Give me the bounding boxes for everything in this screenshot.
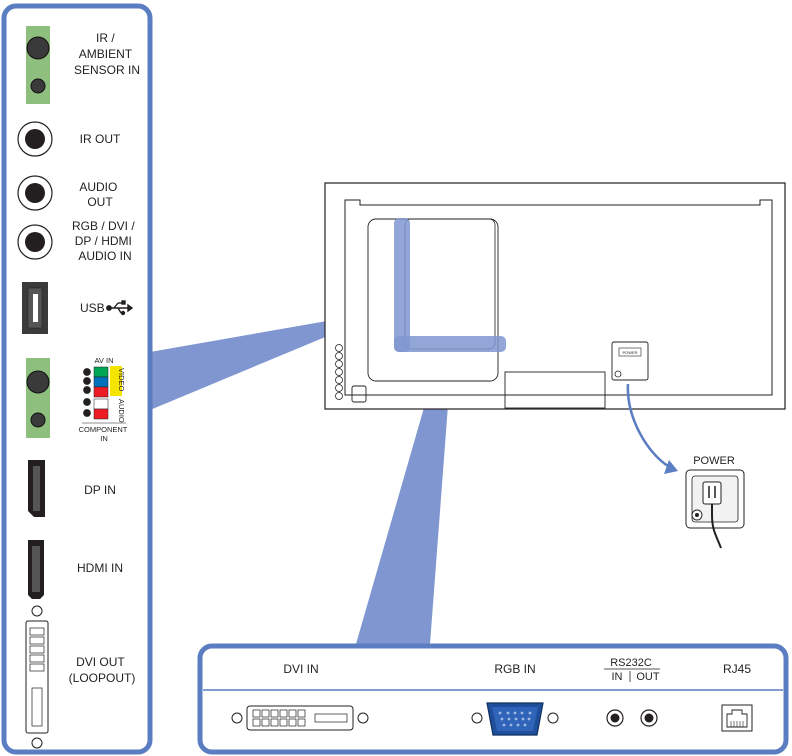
monitor-power-small-label: POWER: [622, 350, 637, 355]
rgb-in-port: [471, 702, 559, 736]
av-component-port-block: AV IN VIDEO AUDIO COMPONENT IN: [26, 356, 130, 443]
monitor-power-dot: [614, 370, 622, 378]
monitor-right-panel: [611, 341, 649, 381]
rs232c-out-jack: [640, 709, 658, 727]
rj45-label: RJ45: [723, 662, 751, 676]
monitor-panel-left: [367, 218, 499, 382]
dp-in-port: [28, 460, 45, 517]
dvi-in-label: DVI IN: [283, 662, 318, 676]
hdmi-in-label: HDMI IN: [77, 561, 123, 575]
ir-out-jack: [17, 121, 53, 157]
rs232c-in-jack: [606, 709, 624, 727]
usb-icon: [106, 300, 134, 316]
video-label: VIDEO: [117, 368, 126, 392]
dvi-out-label: DVI OUT (LOOPOUT): [69, 655, 136, 685]
dp-in-label: DP IN: [84, 483, 116, 497]
rs232c-label: RS232C: [610, 657, 652, 669]
connector-highlight: [394, 218, 506, 352]
power-label: POWER: [693, 455, 735, 467]
monitor-side-buttons: [335, 344, 343, 400]
pc-audio-in-jack: [17, 224, 53, 260]
ir-out-label: IR OUT: [80, 132, 121, 146]
usb-label: USB: [80, 301, 105, 315]
audio-label: AUDIO: [117, 399, 126, 423]
dvi-out-port: [25, 605, 49, 749]
ir-ambient-label: IR / AMBIENT SENSOR IN: [74, 31, 140, 77]
callout-wedge-bottom: [356, 352, 452, 644]
monitor-stand-mount: [504, 371, 606, 409]
power-socket: POWER: [685, 455, 745, 549]
audio-out-jack: [17, 175, 53, 211]
audio-out-label: AUDIO OUT: [79, 180, 120, 209]
pc-audio-in-label: RGB / DVI / DP / HDMI AUDIO IN: [72, 219, 138, 263]
av-in-label: AV IN: [94, 356, 113, 365]
monitor-power-box: [618, 347, 642, 357]
monitor-inner-outline: [344, 199, 773, 396]
ir-ambient-sensor-port: [26, 26, 50, 104]
component-in-label: COMPONENT IN: [79, 425, 130, 443]
rj45-port: [721, 704, 753, 732]
rs232c-in-label: IN: [612, 671, 623, 683]
dvi-in-port: [231, 705, 369, 731]
power-arrow-head: [664, 460, 678, 474]
rgb-in-label: RGB IN: [494, 662, 535, 676]
monitor-lock-slot: [351, 385, 367, 403]
hdmi-in-port: [28, 540, 44, 599]
rs232c-out-label: OUT: [636, 671, 660, 683]
usb-port: [22, 282, 48, 334]
power-arrow: [626, 383, 669, 468]
